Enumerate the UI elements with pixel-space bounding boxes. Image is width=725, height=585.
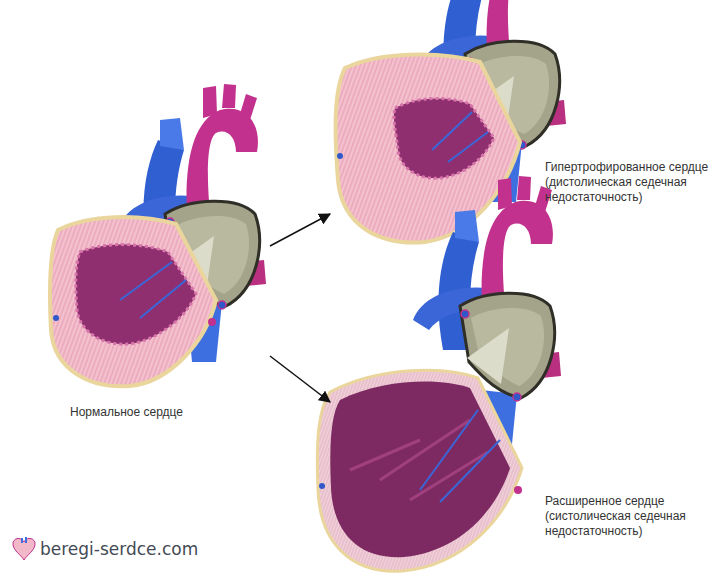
watermark: beregi-serdce.com xyxy=(40,539,260,559)
progression-arrow xyxy=(270,214,330,246)
coronary-vessel xyxy=(208,318,216,326)
ventricle-wall xyxy=(317,370,522,571)
coronary-vessel xyxy=(319,483,325,489)
heart-caption: Расширенное сердце (систолическая седечн… xyxy=(545,494,720,539)
heart-caption: Нормальное сердце xyxy=(70,405,240,420)
trabeculae xyxy=(350,420,488,500)
chordae xyxy=(420,410,500,502)
coronary-vessel xyxy=(337,153,343,159)
heart-caption: Гипертрофированное сердце (дистолическая… xyxy=(545,160,720,205)
ventricle-wall xyxy=(50,217,216,386)
ventricle-cavity xyxy=(330,382,510,558)
coronary-vessel xyxy=(514,486,522,494)
ventricle-cavity xyxy=(76,245,196,345)
logo-icon xyxy=(13,537,35,560)
chordae xyxy=(120,262,186,318)
coronary-vessel xyxy=(53,315,59,321)
progression-arrow xyxy=(270,356,330,402)
ventricle-cavity xyxy=(394,98,494,178)
ventricle-wall xyxy=(336,54,520,242)
chordae xyxy=(432,112,488,162)
